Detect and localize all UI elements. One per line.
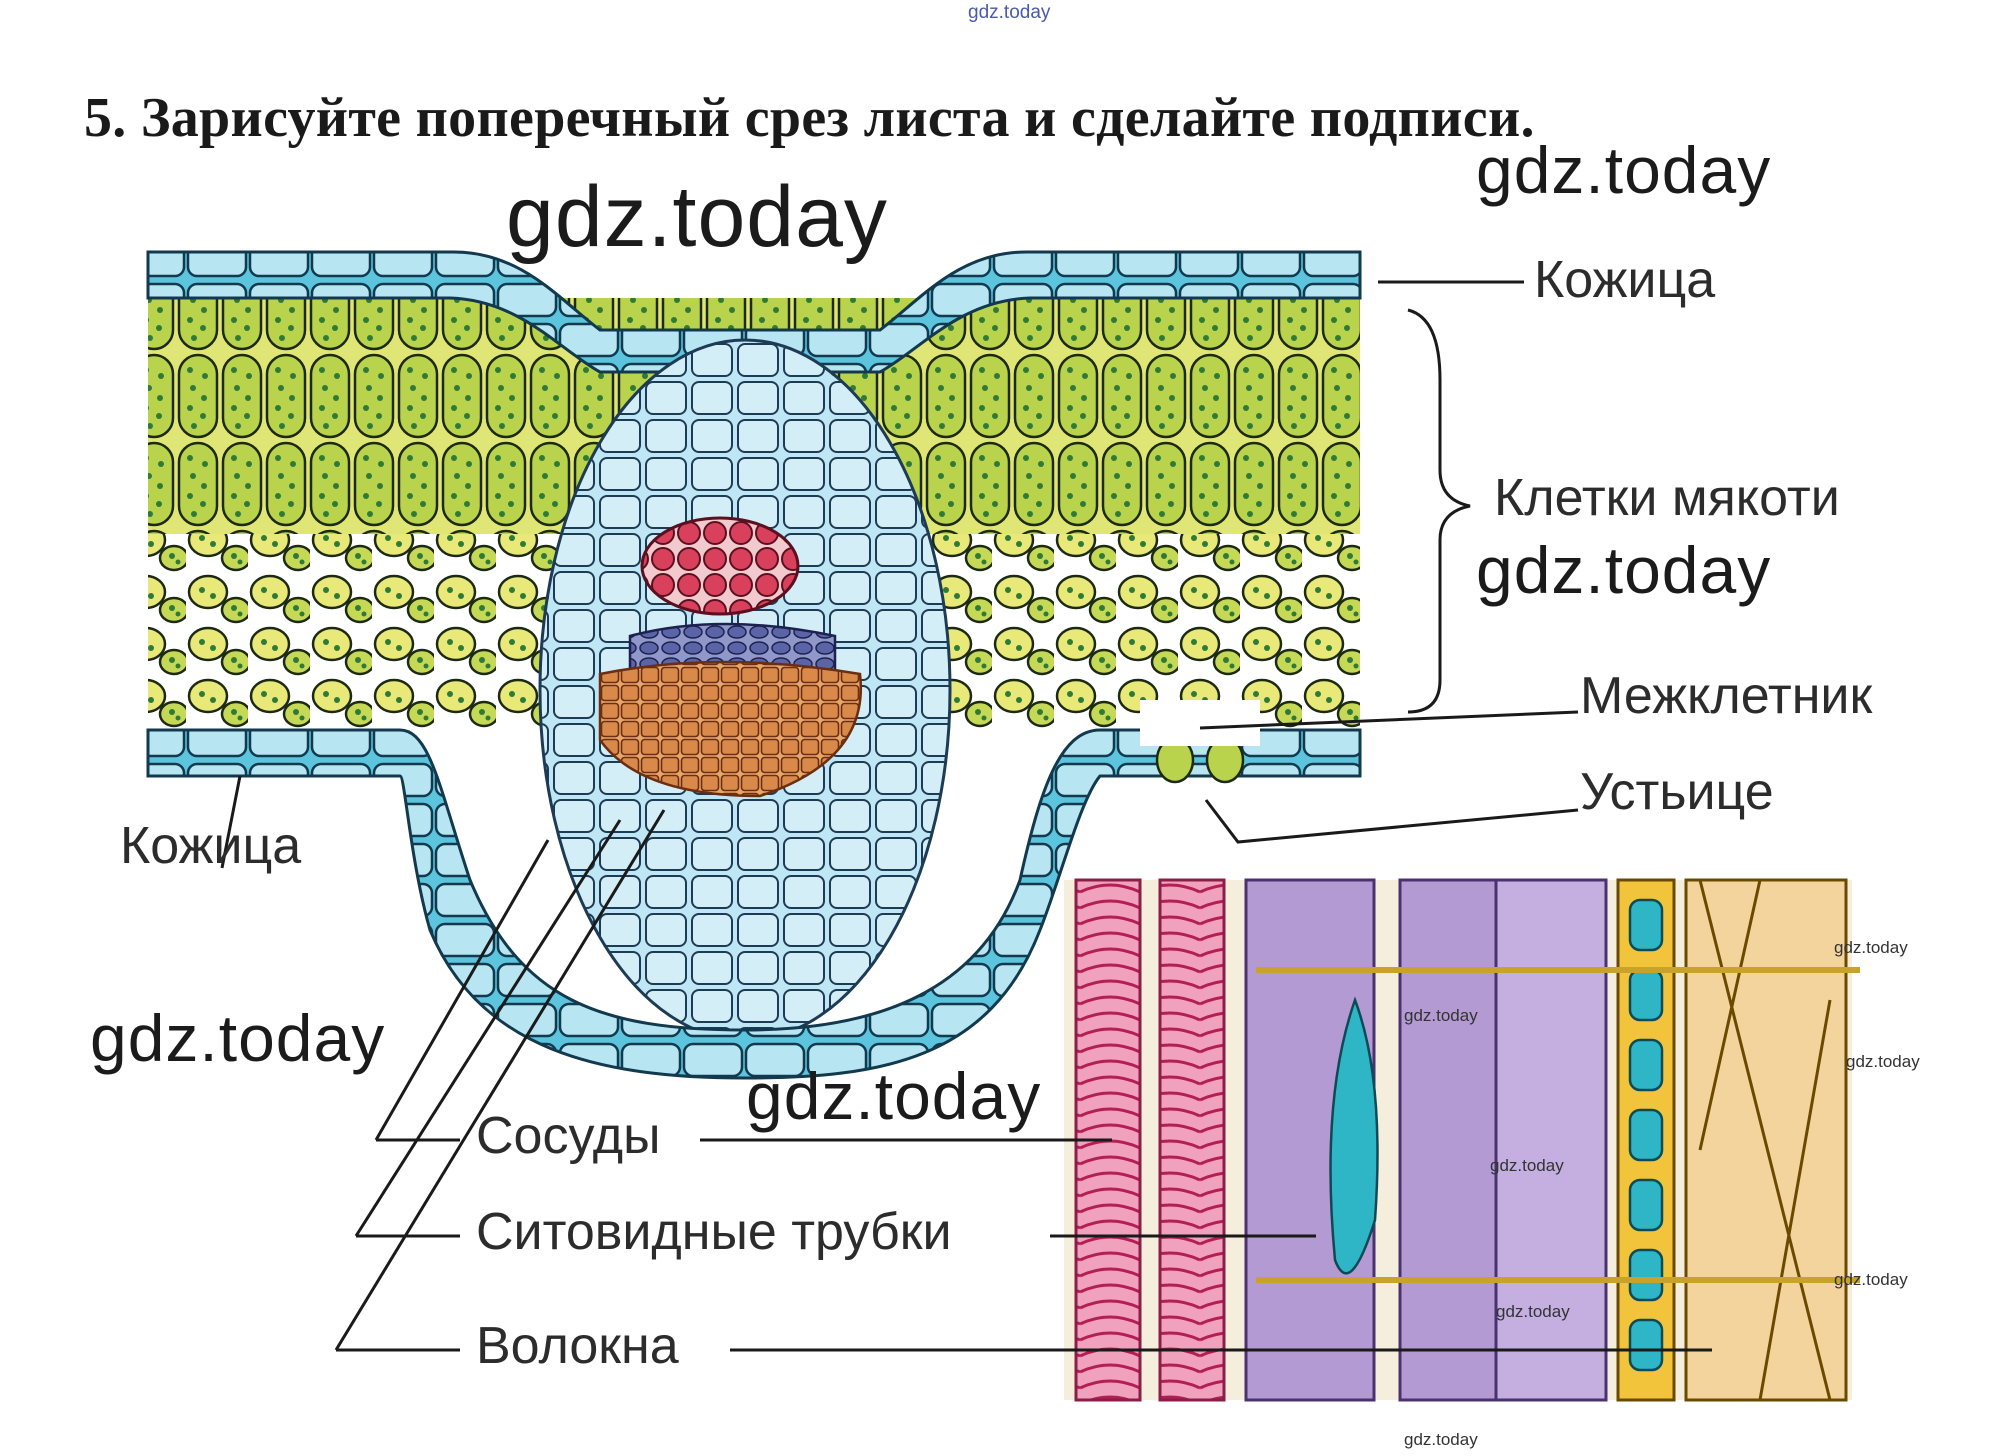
- watermark-panel-2: gdz.today: [1404, 1006, 1478, 1025]
- leader-intercellular-space: [1199, 710, 1579, 730]
- watermark-panel-6: gdz.today: [1496, 1302, 1570, 1321]
- panel-sieve-tube-3: [1494, 878, 1608, 1402]
- leader-sieve-to-vein: [354, 819, 622, 1238]
- intercellular-space: [1140, 700, 1260, 746]
- watermark-panel-3: gdz.today: [1846, 1052, 1920, 1071]
- leaf-cross-section: [146, 250, 1362, 1080]
- vascular-tissue-panel: [1064, 878, 1860, 1402]
- label-intercellular-space: Межклетник: [1580, 667, 1873, 725]
- watermark-big-center: gdz.today: [506, 169, 888, 265]
- xylem-vessels: [640, 516, 800, 616]
- watermark-left-lower: gdz.today: [90, 1001, 386, 1075]
- lower-epidermis: [146, 728, 1362, 1080]
- task-heading: 5. Зарисуйте поперечный срез листа и сде…: [84, 87, 1535, 149]
- mesophyll-brace: [1407, 308, 1471, 714]
- label-fibers: Волокна: [476, 1317, 679, 1375]
- watermark-right-upper: gdz.today: [1476, 133, 1772, 207]
- watermark-right-middle: gdz.today: [1476, 533, 1772, 607]
- watermark-panel-4: gdz.today: [1490, 1156, 1564, 1175]
- leader-stoma: [1204, 799, 1579, 844]
- watermark-center-lower: gdz.today: [746, 1059, 1042, 1133]
- label-vessels: Сосуды: [476, 1107, 661, 1165]
- upper-epidermis: [146, 250, 1362, 374]
- leader-fibers-to-vein: [334, 809, 666, 1352]
- label-epidermis-lower: Кожица: [120, 817, 302, 875]
- panel-sieve-tube-2: [1398, 878, 1498, 1402]
- leader-epidermis-lower: [220, 775, 242, 869]
- fibers-tissue: [598, 660, 863, 798]
- watermark-top: gdz.today: [968, 2, 1051, 23]
- panel-sieve-plates: [1256, 967, 1860, 1283]
- label-sieve-tubes: Ситовидные трубки: [476, 1203, 952, 1261]
- label-stoma: Устьице: [1580, 763, 1774, 821]
- label-mesophyll: Клетки мякоти: [1494, 469, 1840, 527]
- panel-companion-cell-spindle: [1329, 996, 1379, 1275]
- panel-fiber-lines: [1698, 879, 1832, 1401]
- watermark-panel-1: gdz.today: [1834, 938, 1908, 957]
- watermark-panel-7: gdz.today: [1404, 1430, 1478, 1449]
- leader-lines: [220, 280, 1712, 1352]
- label-epidermis-upper: Кожица: [1534, 251, 1716, 309]
- companion-cell-nuclei: [1628, 898, 1664, 1372]
- panel-vessel-2: [1158, 878, 1226, 1402]
- watermark-panel-5: gdz.today: [1834, 1270, 1908, 1289]
